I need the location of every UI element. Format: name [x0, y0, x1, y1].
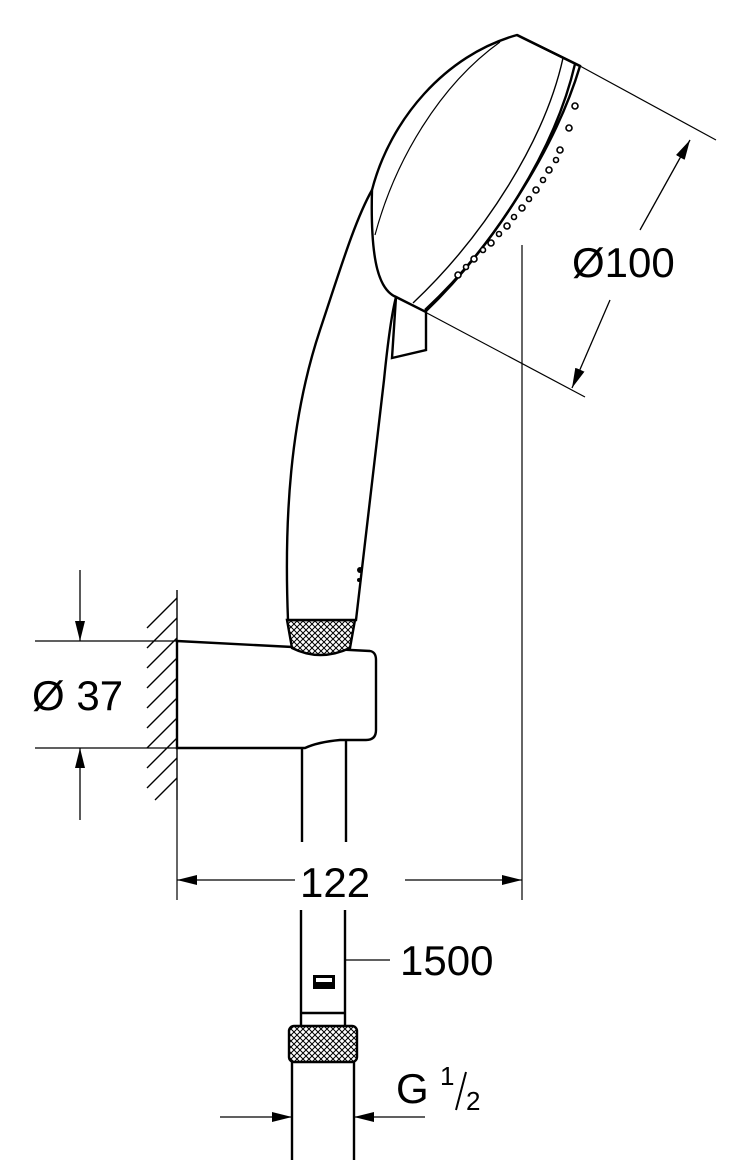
- hose-end: [290, 1062, 356, 1160]
- wall-hatch: [146, 590, 178, 801]
- hand-shower: [285, 33, 582, 622]
- thread-denominator-label: 2: [466, 1086, 480, 1116]
- thread-fraction-slash: [455, 1071, 467, 1111]
- wall-holder: [175, 639, 378, 750]
- hose-upper: [300, 740, 348, 842]
- spray-nozzles: [454, 102, 579, 279]
- thread-numerator-label: 1: [440, 1061, 454, 1091]
- extension-lines: [35, 65, 717, 961]
- hose-nut: [287, 1024, 359, 1064]
- dimension-lines: [75, 139, 691, 1122]
- head-diameter-label: Ø100: [572, 239, 675, 286]
- thread-prefix-label: G: [396, 1065, 429, 1112]
- hose-length-label: 1500: [400, 937, 493, 984]
- holder-diameter-label: Ø 37: [32, 672, 123, 719]
- handle-cone: [285, 618, 357, 657]
- handle-mark: [357, 567, 363, 582]
- projection-label: 122: [300, 859, 370, 906]
- brand-logo: [313, 975, 335, 989]
- hose-lower: [299, 910, 347, 1026]
